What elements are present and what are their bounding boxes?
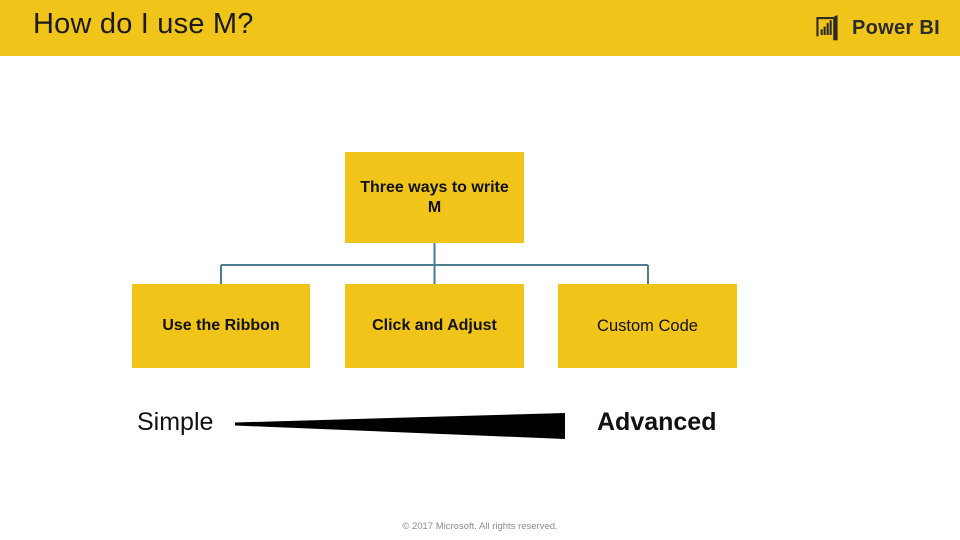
diagram-node-use-the-ribbon[interactable]: Use the Ribbon: [132, 284, 310, 368]
power-bi-brand-lockup: Power BI: [813, 10, 940, 46]
diagram-node-custom-code[interactable]: Custom Code: [558, 284, 737, 368]
diagram-node-click-and-adjust-label: Click and Adjust: [372, 317, 497, 335]
spectrum-simple-label: Simple: [137, 408, 214, 436]
spectrum-wedge-arrow: [235, 413, 565, 439]
diagram-node-use-the-ribbon-label: Use the Ribbon: [162, 317, 280, 335]
page-title: How do I use M?: [33, 8, 254, 40]
brand-name-label: Power BI: [852, 16, 940, 39]
diagram-node-root-label: Three ways to write M: [360, 178, 509, 216]
bar-chart-icon: [813, 14, 843, 42]
spectrum-advanced-label: Advanced: [597, 408, 717, 436]
footer-copyright: © 2017 Microsoft. All rights reserved.: [402, 521, 558, 532]
diagram-node-custom-code-label: Custom Code: [597, 316, 698, 335]
diagram-node-click-and-adjust[interactable]: Click and Adjust: [345, 284, 524, 368]
header-banner: [0, 0, 960, 56]
diagram-node-root[interactable]: Three ways to write M: [345, 152, 524, 243]
